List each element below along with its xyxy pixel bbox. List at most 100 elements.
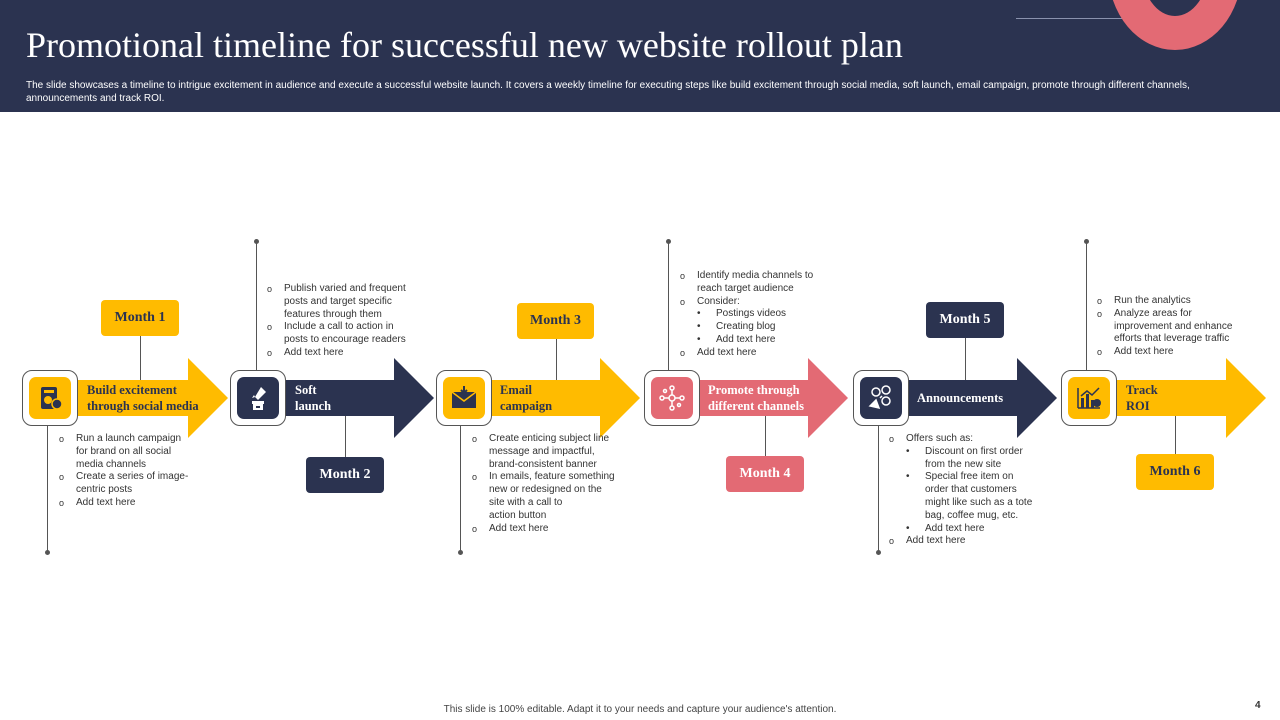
list-item: Create enticing subject line bbox=[470, 433, 615, 446]
month-3-badge: Month 3 bbox=[517, 303, 594, 339]
step-1-arrow bbox=[64, 358, 228, 438]
list-item: Add text here bbox=[887, 523, 1032, 536]
list-item: bag, coffee mug, etc. bbox=[925, 509, 1019, 521]
header-banner: Promotional timeline for successful new … bbox=[0, 0, 1280, 112]
list-item: Offers such as: bbox=[887, 433, 1032, 446]
page-number: 4 bbox=[1255, 700, 1261, 711]
connector-line bbox=[556, 337, 557, 380]
list-item: for brand on all social bbox=[76, 445, 172, 457]
connector-dot bbox=[876, 550, 881, 555]
list-item: might like such as a tote bbox=[925, 496, 1033, 508]
step-5-arrow bbox=[893, 358, 1057, 438]
social-media-icon bbox=[29, 377, 71, 419]
month-2-badge: Month 2 bbox=[306, 457, 384, 493]
connector-line bbox=[345, 414, 346, 458]
rocket-launch-icon bbox=[237, 377, 279, 419]
step-4-bullets: Identify media channels to reach target … bbox=[678, 270, 813, 360]
step-2-icon-box bbox=[230, 370, 286, 426]
connector-dot bbox=[254, 239, 259, 244]
connector-line bbox=[878, 426, 879, 552]
connector-line bbox=[765, 414, 766, 458]
month-4-badge: Month 4 bbox=[726, 456, 804, 492]
header-decor-line bbox=[1016, 18, 1150, 19]
connector-line bbox=[965, 337, 966, 380]
chart-roi-icon bbox=[1068, 377, 1110, 419]
list-item: order that customers bbox=[925, 484, 1017, 496]
list-item: Add text here bbox=[678, 347, 813, 360]
page-title: Promotional timeline for successful new … bbox=[26, 25, 903, 65]
header-decor-ring bbox=[1108, 0, 1242, 50]
list-item: efforts that leverage traffic bbox=[1114, 333, 1230, 345]
connector-line bbox=[668, 242, 669, 372]
list-item: Add text here bbox=[57, 497, 188, 510]
list-item: Add text here bbox=[265, 347, 406, 360]
connector-line bbox=[140, 334, 141, 380]
list-item: new or redesigned on the bbox=[489, 484, 602, 496]
step-4-icon-box bbox=[644, 370, 700, 426]
list-item: Identify media channels to bbox=[678, 270, 813, 283]
month-1-badge: Month 1 bbox=[101, 300, 179, 336]
list-item: message and impactful, bbox=[489, 445, 595, 457]
list-item: Publish varied and frequent bbox=[265, 283, 406, 296]
network-channels-icon bbox=[651, 377, 693, 419]
connector-line bbox=[256, 242, 257, 372]
footer-note: This slide is 100% editable. Adapt it to… bbox=[443, 704, 837, 715]
list-item: Creating blog bbox=[678, 321, 813, 334]
list-item: action button bbox=[489, 509, 547, 521]
connector-dot bbox=[666, 239, 671, 244]
list-item: media channels bbox=[76, 458, 147, 470]
step-5-bullets: Offers such as: Discount on first order … bbox=[887, 433, 1032, 548]
list-item: Create a series of image- bbox=[57, 471, 188, 484]
list-item: Discount on first order bbox=[887, 446, 1032, 459]
connector-dot bbox=[1084, 239, 1089, 244]
list-item: centric posts bbox=[76, 484, 133, 496]
list-item: improvement and enhance bbox=[1114, 320, 1233, 332]
connector-line bbox=[1175, 414, 1176, 456]
list-item: site with a call to bbox=[489, 496, 563, 508]
email-icon bbox=[443, 377, 485, 419]
list-item: brand-consistent banner bbox=[489, 458, 597, 470]
list-item: Run a launch campaign bbox=[57, 433, 188, 446]
list-item: features through them bbox=[284, 308, 382, 320]
list-item: posts to encourage readers bbox=[284, 334, 406, 346]
list-item: Include a call to action in bbox=[265, 321, 406, 334]
step-6-bullets: Run the analytics Analyze areas for impr… bbox=[1095, 295, 1232, 359]
step-6-icon-box bbox=[1061, 370, 1117, 426]
step-3-bullets: Create enticing subject line message and… bbox=[470, 433, 615, 535]
list-item: Postings videos bbox=[678, 308, 813, 321]
announcement-megaphone-icon bbox=[860, 377, 902, 419]
step-5-icon-box bbox=[853, 370, 909, 426]
step-1-icon-box bbox=[22, 370, 78, 426]
list-item: Consider: bbox=[678, 296, 813, 309]
connector-line bbox=[460, 426, 461, 552]
step-6-arrow bbox=[1102, 358, 1266, 438]
list-item: reach target audience bbox=[697, 282, 794, 294]
step-3-arrow bbox=[476, 358, 640, 438]
list-item: In emails, feature something bbox=[470, 471, 615, 484]
step-4-arrow bbox=[684, 358, 848, 438]
month-6-badge: Month 6 bbox=[1136, 454, 1214, 490]
step-1-bullets: Run a launch campaign for brand on all s… bbox=[57, 433, 188, 510]
connector-line bbox=[47, 426, 48, 552]
step-5-label: Announcements bbox=[917, 391, 1004, 405]
connector-dot bbox=[458, 550, 463, 555]
step-2-bullets: Publish varied and frequent posts and ta… bbox=[265, 283, 406, 360]
connector-dot bbox=[45, 550, 50, 555]
step-3-icon-box bbox=[436, 370, 492, 426]
step-2-arrow bbox=[270, 358, 434, 438]
page-subtitle: The slide showcases a timeline to intrig… bbox=[26, 80, 1190, 104]
connector-line bbox=[1086, 242, 1087, 372]
list-item: Special free item on bbox=[887, 471, 1032, 484]
list-item: Run the analytics bbox=[1095, 295, 1232, 308]
list-item: from the new site bbox=[925, 458, 1002, 470]
list-item: Add text here bbox=[887, 535, 1032, 548]
month-5-badge: Month 5 bbox=[926, 302, 1004, 338]
list-item: Add text here bbox=[678, 334, 813, 347]
list-item: Analyze areas for bbox=[1095, 308, 1232, 321]
list-item: Add text here bbox=[1095, 346, 1232, 359]
